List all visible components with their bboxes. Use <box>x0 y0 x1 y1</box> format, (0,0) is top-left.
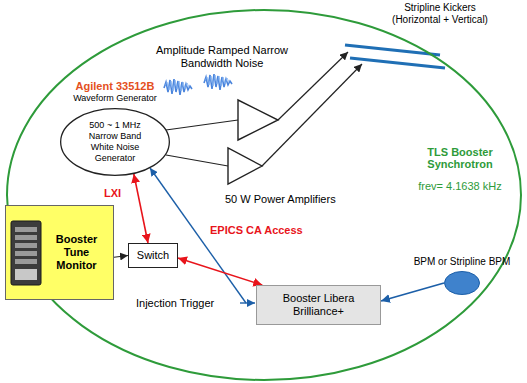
signal-connector <box>381 283 444 301</box>
noise-label: Amplitude Ramped Narrow Bandwidth Noise <box>147 44 297 70</box>
computer-slot <box>15 243 37 248</box>
noise-burst <box>164 79 192 95</box>
noise-label-box: Amplitude Ramped Narrow Bandwidth Noise <box>147 44 297 70</box>
computer-slot <box>15 251 37 256</box>
noise-generator-shape <box>61 109 170 176</box>
noise-burst <box>205 75 229 86</box>
noise-generator: Agilent 33512BWaveform Generator500 ~ 1 … <box>60 108 170 176</box>
bpm-label: BPM or Stripline BPM <box>414 256 511 268</box>
computer-slot <box>15 259 37 264</box>
protocol-label: EPICS CA Access <box>208 224 305 236</box>
kicker-label-box: Stripline Kickers (Horizontal + Vertical… <box>380 2 500 26</box>
trigger-label-box: Injection Trigger <box>136 297 236 310</box>
processor-label: Booster Libera Brilliance+ <box>262 292 375 318</box>
computer-case <box>11 221 41 285</box>
drive-line <box>166 155 228 166</box>
bpm-button-outline <box>444 271 480 295</box>
protocol-label: LXI <box>102 187 123 199</box>
bpm-button-shape <box>445 272 480 295</box>
noise-generator-heading: Agilent 33512BWaveform Generator <box>30 80 200 104</box>
bpm-button-heading: BPM or Stripline BPM <box>412 256 512 268</box>
computer-icon <box>9 219 43 287</box>
tune-monitor-box: Booster Tune Monitor <box>5 205 114 300</box>
amplifier-symbol <box>238 100 278 140</box>
switch-label: Switch <box>137 249 169 262</box>
synchrotron-ring-heading: TLS Booster Synchrotron frev= 4.1638 kHz <box>405 146 515 193</box>
synchrotron-ring-shape <box>7 10 521 380</box>
monitor-text-area: Booster Tune Monitor <box>43 233 110 272</box>
amplifier-symbol <box>228 148 262 184</box>
computer-slot <box>15 235 37 240</box>
computer-panel <box>15 269 37 280</box>
generator-label: 500 ~ 1 MHz Narrow Band White Noise Gene… <box>83 120 147 164</box>
kicker-feed <box>278 52 348 120</box>
instrument-name: Agilent 33512B <box>76 80 155 93</box>
instrument-type: Waveform Generator <box>73 93 157 104</box>
trigger-line <box>150 168 246 303</box>
drive-line <box>166 120 238 130</box>
edge-label-box: EPICS CA Access <box>208 224 305 236</box>
kicker-feed <box>262 64 362 166</box>
trigger-line <box>240 302 255 303</box>
stripline-kicker <box>345 45 440 55</box>
noise-burst <box>165 80 189 91</box>
monitor-label: Booster Tune Monitor <box>43 233 110 272</box>
trigger-label: Injection Trigger <box>136 297 236 310</box>
machine-title: TLS Booster Synchrotron <box>405 146 515 170</box>
amplifier-label-box: 50 W Power Amplifiers <box>225 193 355 206</box>
noise-burst <box>204 74 232 90</box>
edge-label-box: LXI <box>102 187 123 199</box>
signal-connector <box>114 256 128 258</box>
amplifier-label: 50 W Power Amplifiers <box>225 193 355 206</box>
signal-connector <box>178 258 262 285</box>
computer-slot <box>15 227 37 232</box>
libera-box: Booster Libera Brilliance+ <box>256 285 381 325</box>
signal-connector <box>134 174 148 243</box>
frequency-value: frev= 4.1638 kHz <box>418 180 501 193</box>
bpm-button: BPM or Stripline BPM <box>444 271 480 295</box>
stripline-kicker <box>350 58 445 68</box>
kicker-label: Stripline Kickers (Horizontal + Vertical… <box>380 2 500 26</box>
switch-box: Switch <box>128 243 178 268</box>
